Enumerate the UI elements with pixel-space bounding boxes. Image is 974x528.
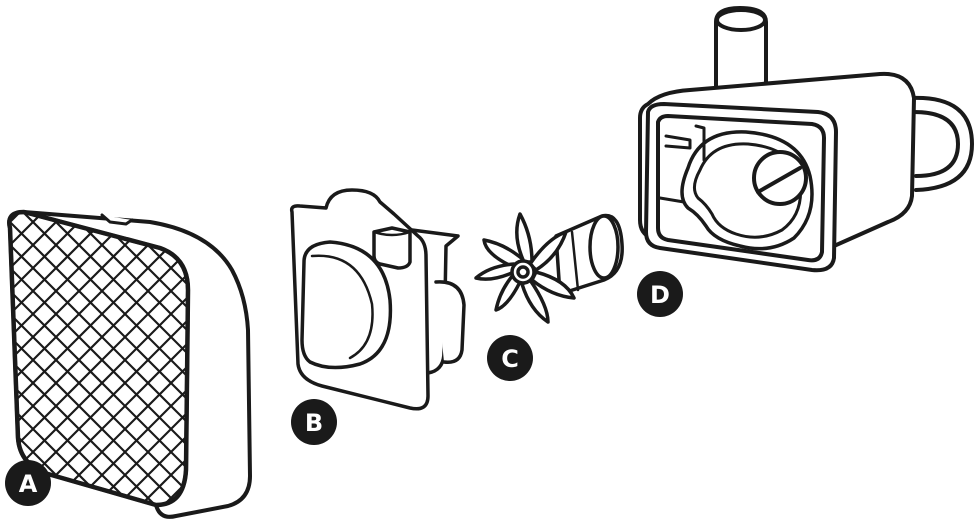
mesh-line	[9, 212, 189, 505]
mesh-line	[9, 212, 99, 505]
mesh-line	[59, 212, 189, 505]
part-b-front-cover	[289, 188, 466, 411]
mesh-line	[105, 212, 189, 505]
mesh-line	[0, 180, 6, 528]
svg-text:C: C	[501, 345, 519, 373]
svg-text:D: D	[650, 281, 670, 309]
svg-text:A: A	[19, 470, 38, 498]
mesh-line	[9, 212, 122, 505]
mesh-line	[59, 212, 189, 505]
mesh-line	[9, 212, 76, 505]
svg-text:B: B	[305, 409, 323, 437]
mesh-line	[9, 212, 189, 505]
part-d-pump-housing	[638, 6, 974, 273]
part-c-impeller	[474, 212, 624, 324]
label-badge-a: A	[5, 460, 51, 506]
mesh-line	[9, 212, 145, 505]
mesh-line	[9, 212, 189, 505]
mesh-line	[36, 212, 189, 505]
mesh-line	[0, 180, 6, 528]
label-badge-d: D	[637, 271, 683, 317]
mesh-line	[9, 212, 145, 505]
mesh-line	[36, 212, 189, 505]
label-badge-c: C	[487, 335, 533, 381]
mesh-line	[13, 212, 189, 505]
mesh-line	[9, 212, 168, 505]
mesh-line	[82, 212, 189, 505]
label-badge-b: B	[291, 399, 337, 445]
mesh-line	[9, 212, 168, 505]
